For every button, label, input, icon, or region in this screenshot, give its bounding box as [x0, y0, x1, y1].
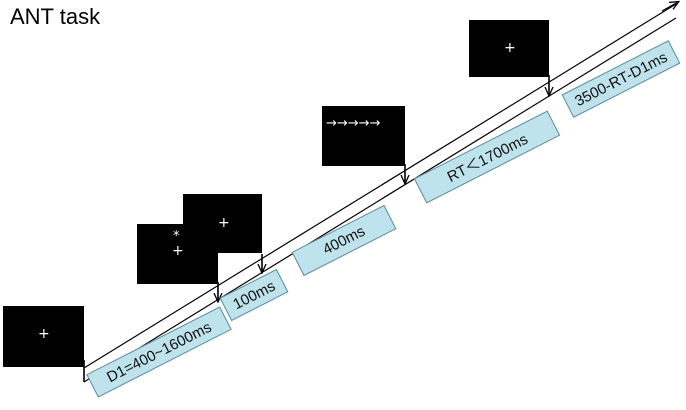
target-screen: →→→→→: [322, 106, 405, 166]
target-arrows: →→→→→: [326, 116, 381, 131]
cue-fixation-cross: +: [172, 243, 184, 259]
timeline-line-upper: [83, 3, 677, 369]
cue-star: *: [173, 229, 180, 244]
fixation-screen-post-cue: +: [183, 194, 262, 253]
fixation-cross: +: [38, 326, 50, 342]
fixation-cross: +: [218, 215, 230, 231]
diagram-title: ANT task: [10, 4, 101, 29]
fixation-screen-final: +: [469, 20, 549, 77]
timeline-end-arrow: [661, 2, 678, 12]
fixation-cross: +: [504, 40, 516, 56]
fixation-screen-initial: +: [3, 306, 84, 367]
timeline-line-lower: [83, 17, 677, 383]
